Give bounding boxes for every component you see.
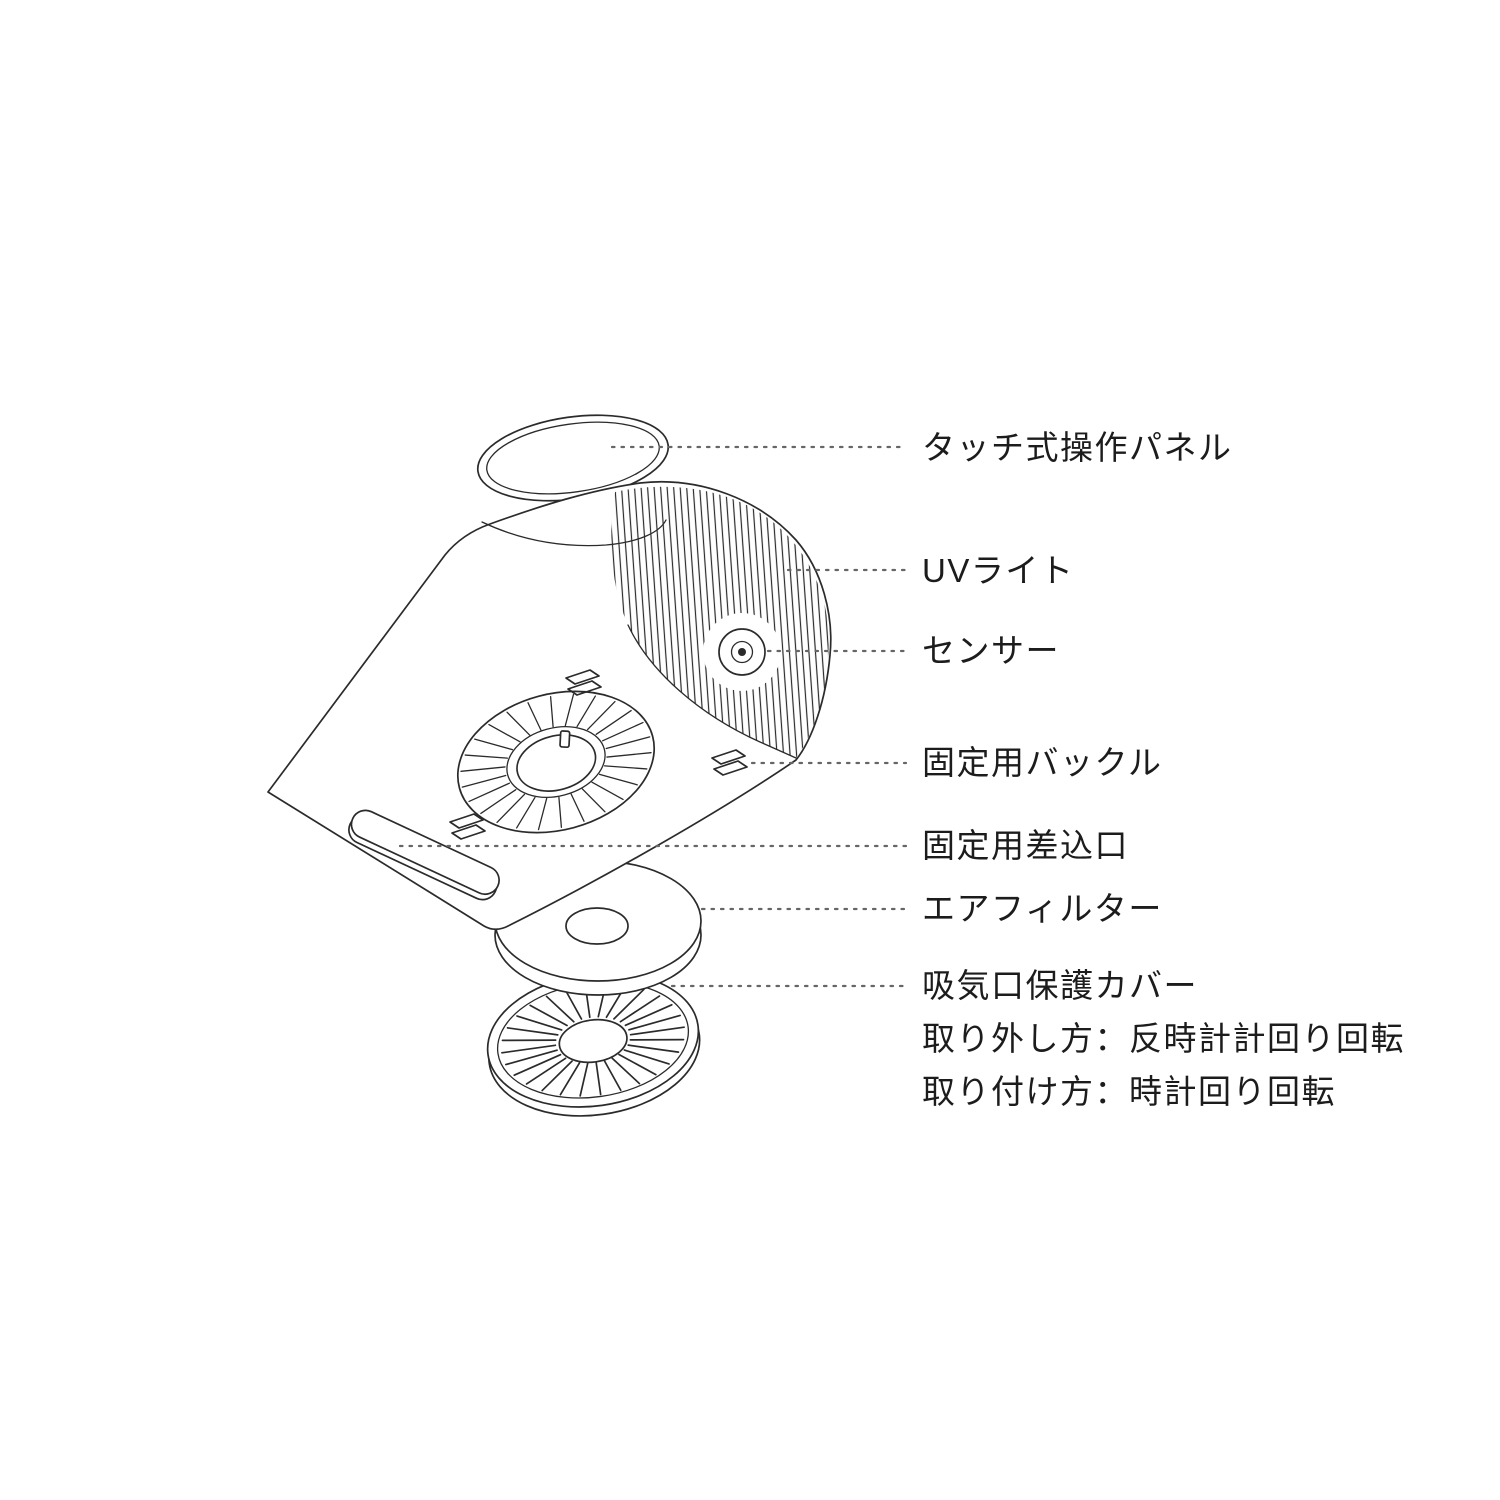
label-fixing-buckle: 固定用バックル	[922, 744, 1163, 781]
note-removal: 取り外し方：反時計計回り回転	[922, 1020, 1405, 1057]
grille-spokes	[460, 693, 652, 831]
intake-spokes	[501, 983, 685, 1097]
label-intake-cover: 吸気口保護カバー	[922, 967, 1198, 1004]
intake-cover-drawing	[486, 972, 701, 1117]
label-touch-panel: タッチ式操作パネル	[922, 429, 1233, 466]
note-attachment: 取り付け方：時計回り回転	[922, 1073, 1336, 1110]
label-uv-light: UVライト	[922, 552, 1075, 589]
touch-panel-drawing	[476, 414, 670, 502]
label-air-filter: エアフィルター	[922, 890, 1163, 927]
label-fixing-slot: 固定用差込口	[922, 827, 1129, 864]
fan-grille-drawing	[456, 690, 656, 834]
label-sensor: センサー	[922, 632, 1060, 669]
sensor-drawing	[703, 613, 781, 691]
